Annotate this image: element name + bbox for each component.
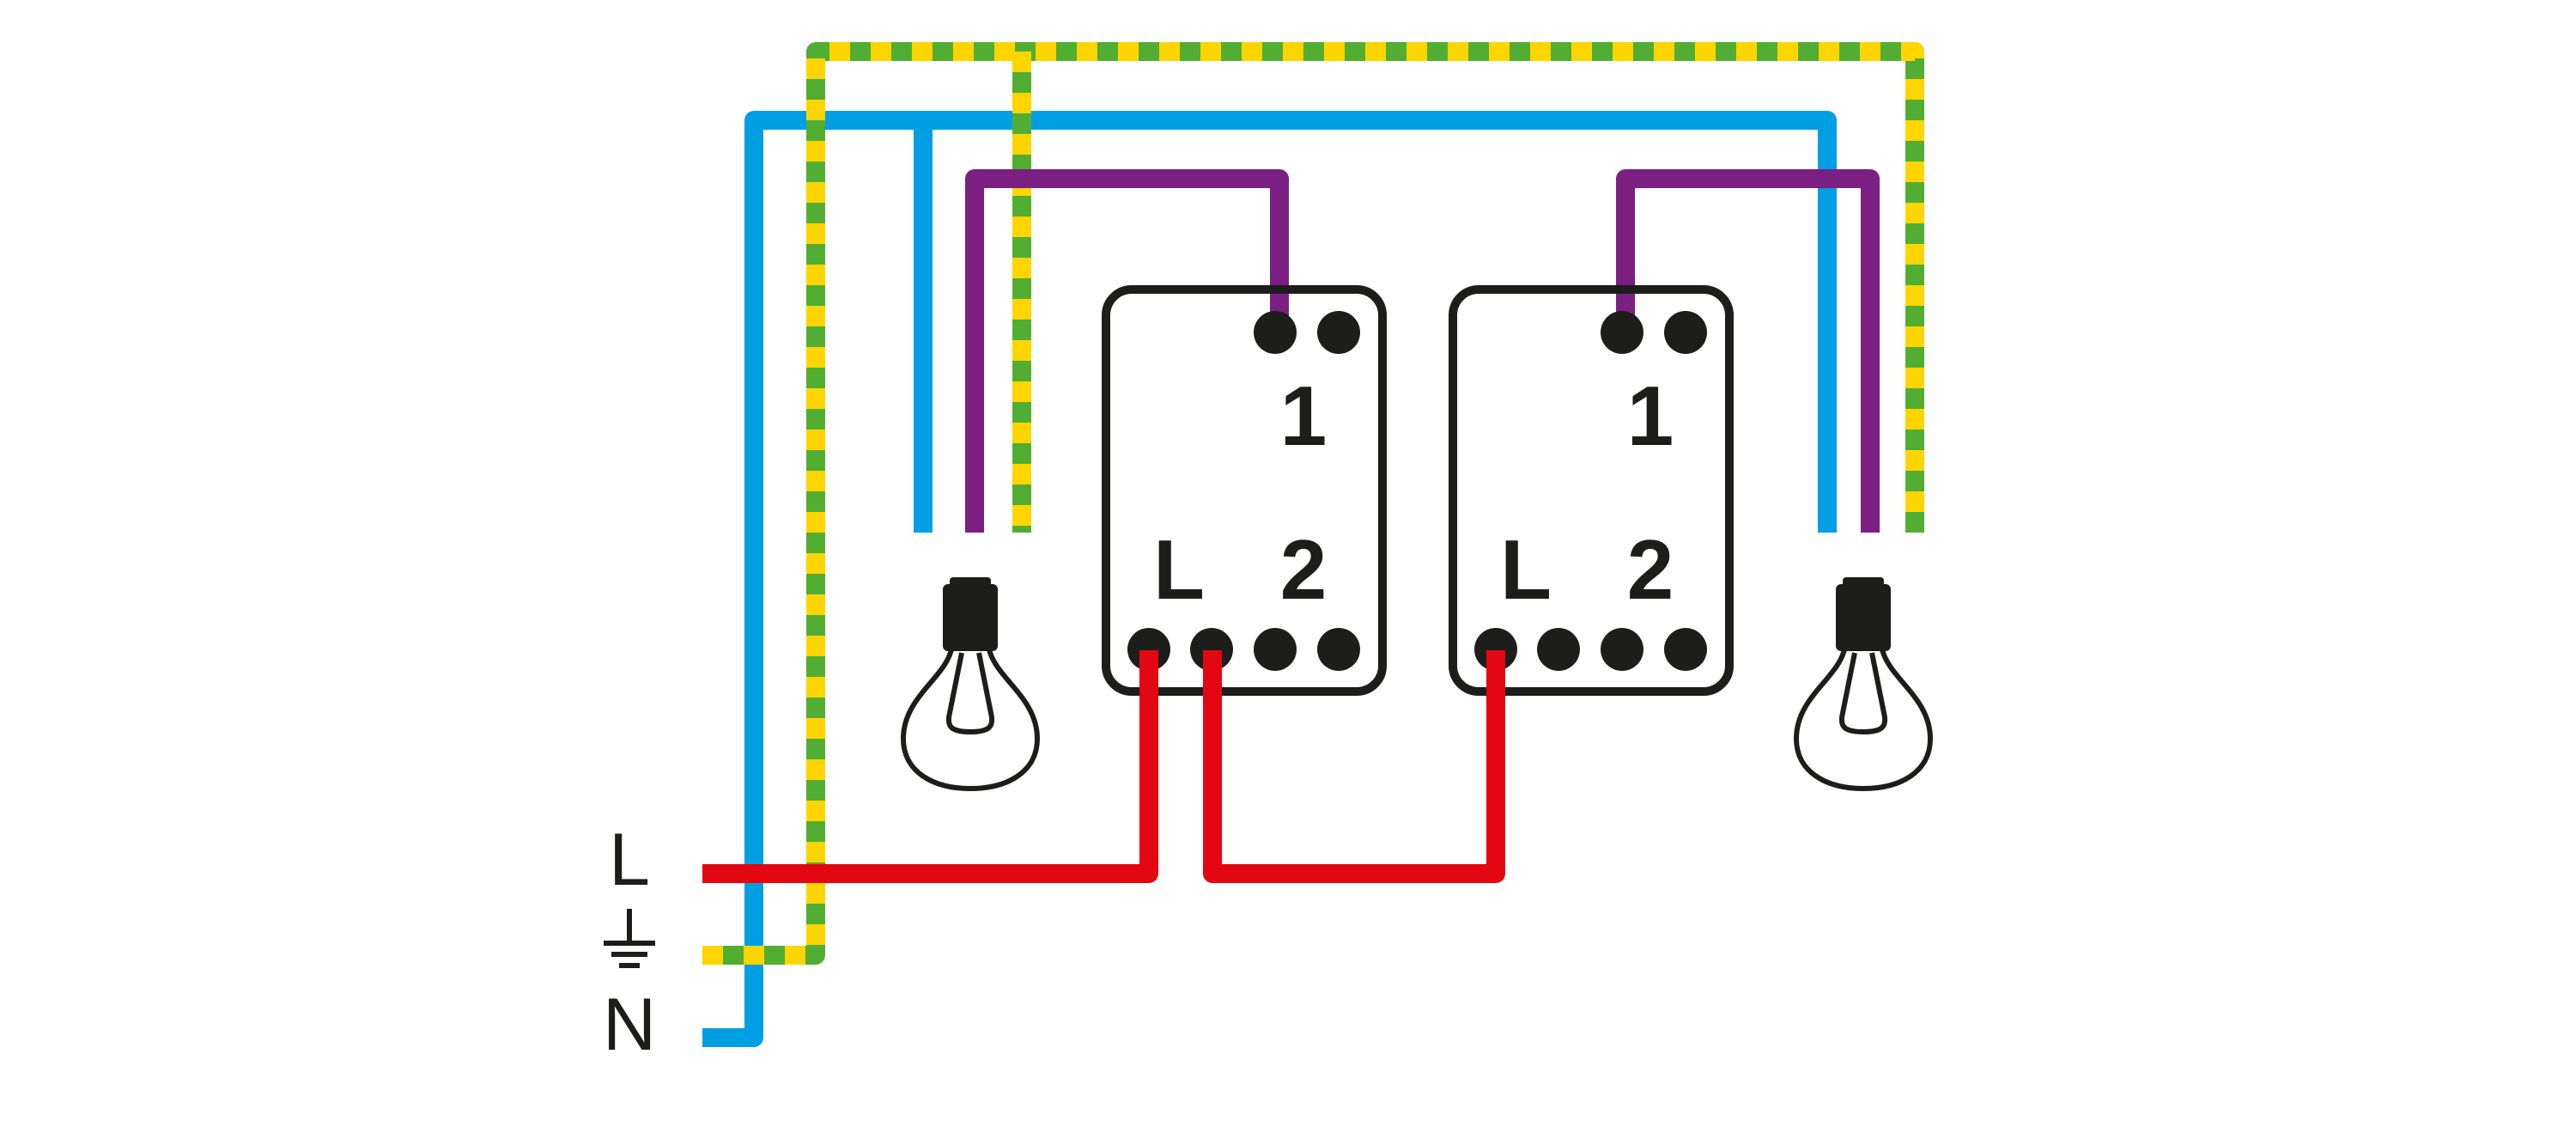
- light-bulb-icon: [1794, 577, 1933, 791]
- switch-right-terminal-live-label: L: [1500, 522, 1552, 617]
- switch-right-terminal-1-label: 1: [1627, 369, 1674, 463]
- live-loop-wire: [1203, 650, 1505, 883]
- supply-neutral-label: N: [603, 984, 656, 1066]
- earth-wire: [702, 42, 1924, 965]
- switched-wire-left: [965, 169, 1289, 533]
- switch-left-terminals: [1127, 311, 1360, 671]
- switch-left-terminal-1-label: 1: [1280, 369, 1327, 463]
- switch-left-terminal-2-label: 2: [1280, 522, 1327, 617]
- switch-left: [1102, 285, 1387, 696]
- switched-wire-right: [1616, 169, 1880, 533]
- supply-live-label: L: [609, 819, 650, 901]
- switch-right-terminals: [1474, 311, 1707, 671]
- neutral-wire: [702, 111, 1837, 1047]
- switch-left-terminal-live-label: L: [1153, 522, 1205, 617]
- light-bulb-icon: [901, 577, 1040, 791]
- switch-right-terminal-2-label: 2: [1627, 522, 1674, 617]
- live-supply-wire: [702, 650, 1158, 883]
- earth-ground-icon: [604, 909, 655, 968]
- switch-right: [1449, 285, 1734, 696]
